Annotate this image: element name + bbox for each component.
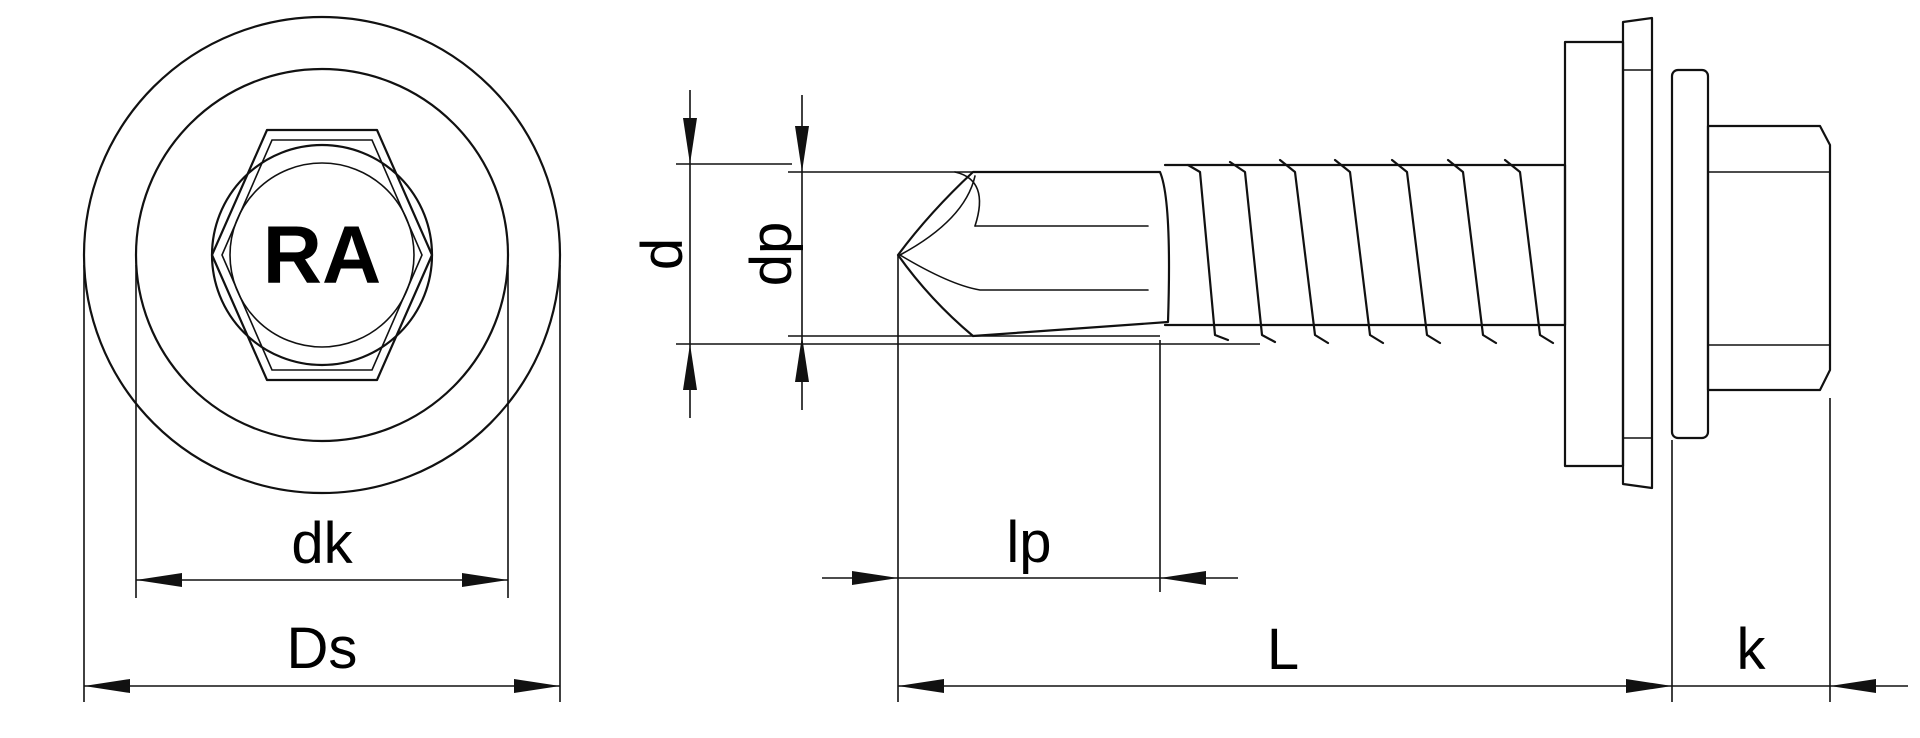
hex-head-side <box>1706 124 1832 392</box>
d-dimension: d <box>630 90 1260 418</box>
drill-flute-lower <box>899 254 1149 291</box>
dp-arrow-top <box>795 126 809 172</box>
drill-flute-edge <box>954 171 981 227</box>
d-arrow-top <box>683 118 697 164</box>
flange-outline <box>134 67 510 443</box>
L-dimension: L <box>898 440 1673 702</box>
ds-label: Ds <box>287 616 358 681</box>
ds-dimension: Ds <box>83 265 561 702</box>
dp-arrow-bottom <box>795 336 809 382</box>
d-label: d <box>630 238 695 270</box>
hex-head-inner <box>221 139 423 371</box>
k-label: k <box>1737 617 1767 682</box>
head-top-view: RA <box>82 15 562 495</box>
ds-arrow-left <box>84 679 130 693</box>
head-face-outer <box>210 143 434 367</box>
washer-plate <box>1621 16 1654 490</box>
L-label: L <box>1267 617 1299 682</box>
dk-arrow-left <box>136 573 182 587</box>
dk-dimension: dk <box>135 265 509 598</box>
screw-side-view <box>896 16 1832 490</box>
drill-flute-upper <box>899 175 976 256</box>
sealing-washer-outline <box>82 15 562 495</box>
sealing-washer <box>1563 40 1625 468</box>
lp-arrow-left <box>852 571 898 585</box>
d-arrow-bottom <box>683 344 697 390</box>
lp-dimension: lp <box>822 255 1238 702</box>
dk-arrow-right <box>462 573 508 587</box>
L-arrow-left <box>898 679 944 693</box>
flange <box>1670 68 1710 440</box>
dp-dimension: dp <box>739 95 1160 410</box>
k-dimension: k <box>1672 398 1908 702</box>
head-face-inner <box>229 162 415 348</box>
ds-arrow-right <box>514 679 560 693</box>
head-marking: RA <box>263 210 381 301</box>
thread-crests <box>1186 158 1555 345</box>
lp-arrow-right <box>1160 571 1206 585</box>
drill-point-body <box>896 170 1171 338</box>
dp-label: dp <box>739 222 804 287</box>
k-arrow-right <box>1830 679 1876 693</box>
lp-label: lp <box>1006 510 1051 575</box>
L-arrow-right <box>1626 679 1672 693</box>
dk-label: dk <box>291 511 353 576</box>
